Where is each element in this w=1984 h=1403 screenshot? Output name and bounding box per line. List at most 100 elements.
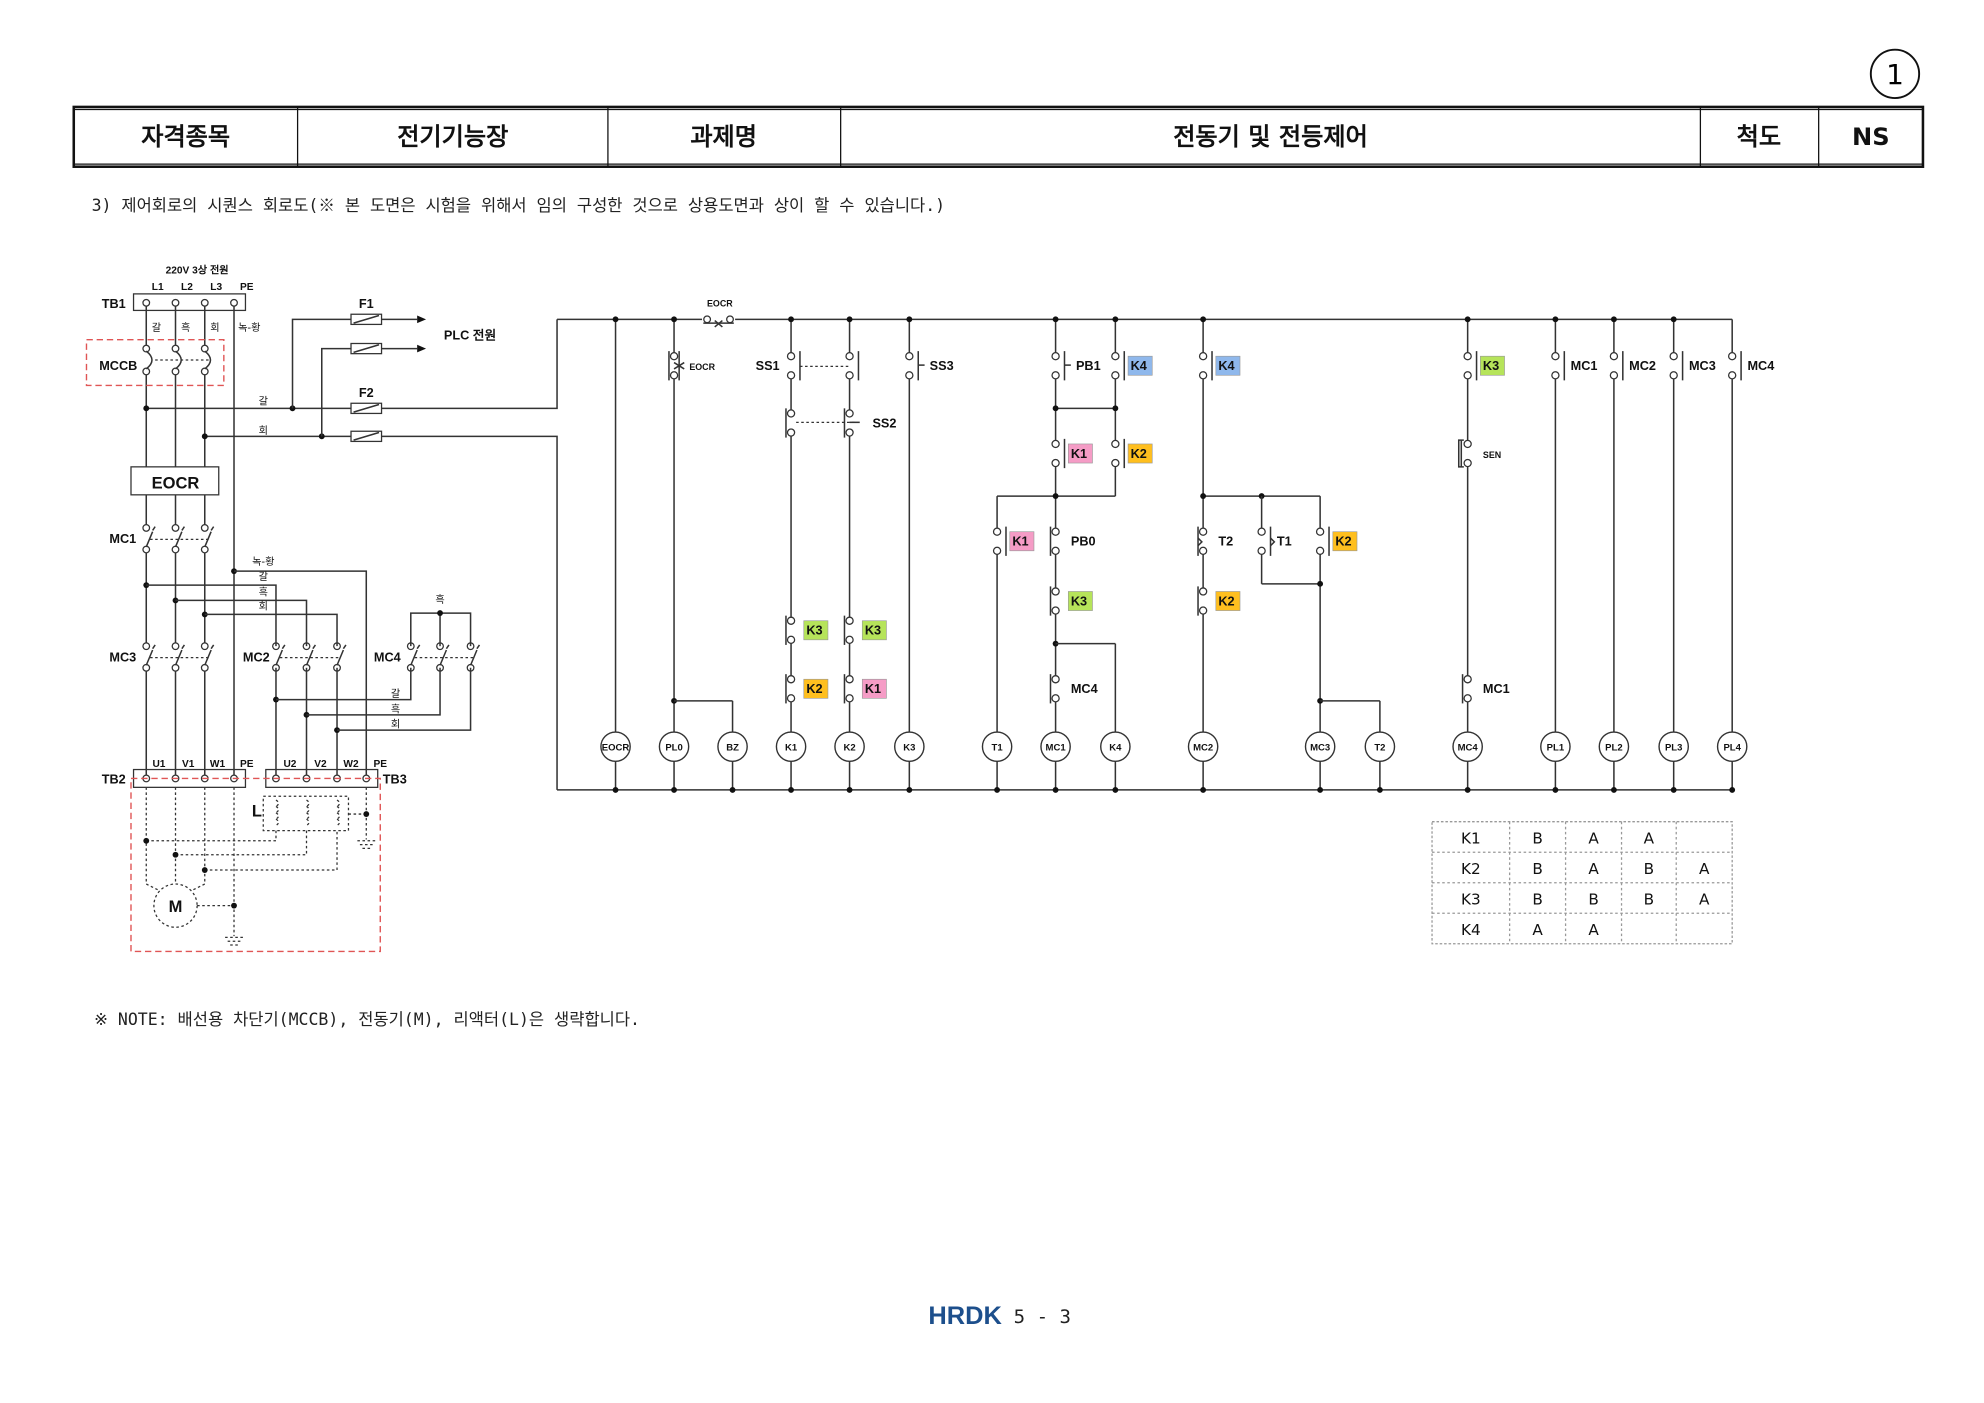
coil-label: T2 xyxy=(1374,742,1385,753)
table-cell: B xyxy=(1532,890,1542,908)
junction-dot xyxy=(1317,786,1324,793)
contactor-label: MC4 xyxy=(374,649,401,664)
fuse-label: F2 xyxy=(359,385,374,400)
coil-label: MC1 xyxy=(1046,742,1067,753)
wire xyxy=(673,361,685,370)
contact-label: MC2 xyxy=(1629,358,1656,373)
wire xyxy=(145,649,154,666)
coil-label: T1 xyxy=(992,742,1004,753)
coil-winding xyxy=(275,805,280,814)
terminal xyxy=(200,298,209,307)
terminal xyxy=(1463,458,1472,468)
junction-dot xyxy=(671,786,677,793)
plc-power-label: PLC 전원 xyxy=(444,328,496,343)
terminal xyxy=(1051,527,1060,536)
terminal xyxy=(1198,527,1208,536)
coil-mc3 xyxy=(1304,731,1336,762)
terminal xyxy=(1051,587,1060,596)
contact-label: K1 xyxy=(865,681,881,696)
title-cell-value: 전기기능장 xyxy=(397,123,508,151)
terminal xyxy=(200,344,209,353)
junction-dot xyxy=(1610,786,1617,793)
coil-label: MC2 xyxy=(1193,742,1213,753)
contact-tag-k4 xyxy=(1127,355,1153,376)
junction-dot xyxy=(1552,316,1559,323)
terminal xyxy=(142,367,151,376)
terminal-label: L3 xyxy=(210,282,222,293)
junction-dot xyxy=(1112,316,1119,323)
wire-gap xyxy=(1465,447,1471,461)
wire-gap xyxy=(788,417,794,430)
terminal xyxy=(992,527,1002,536)
wire-gap xyxy=(1112,447,1118,461)
field-wiring-box xyxy=(130,777,381,953)
wire-gap xyxy=(847,417,853,430)
terminal xyxy=(1051,458,1060,468)
wire-gap xyxy=(788,624,794,638)
wire xyxy=(175,830,308,856)
coil-label: MC3 xyxy=(1310,742,1330,753)
junction-dot xyxy=(1610,316,1617,323)
contact-tag-k2 xyxy=(1332,531,1358,552)
arrow-icon xyxy=(417,344,427,353)
wire-gap xyxy=(847,360,853,373)
coil-label: PL1 xyxy=(1547,742,1565,753)
coil-winding xyxy=(336,799,341,807)
wire xyxy=(146,584,277,647)
table-cell: A xyxy=(1699,860,1710,878)
terminal xyxy=(1051,439,1060,449)
terminal xyxy=(1315,546,1325,555)
coil-winding xyxy=(275,812,280,820)
wire xyxy=(321,347,352,437)
wire-gap xyxy=(1053,447,1059,461)
wire xyxy=(381,319,558,410)
contact-label: K2 xyxy=(1218,593,1234,608)
terminal xyxy=(1051,606,1060,615)
wire xyxy=(181,644,186,650)
terminal xyxy=(1463,352,1472,361)
coil-winding xyxy=(336,818,341,827)
table-cell: A xyxy=(1532,921,1543,939)
terminal xyxy=(1111,352,1120,361)
terminal xyxy=(786,635,796,645)
terminal-label: U1 xyxy=(152,759,165,770)
contact-label: K2 xyxy=(1335,534,1351,549)
wire xyxy=(476,644,481,650)
title-cell-value: 전동기 및 전등제어 xyxy=(1173,123,1368,151)
wire-color-label: 갈 xyxy=(391,687,400,700)
terminal xyxy=(142,298,151,307)
junction-dot xyxy=(1052,405,1059,412)
coil-eocr xyxy=(600,731,631,762)
junction-dot xyxy=(1200,786,1207,793)
table-cell: A xyxy=(1588,829,1599,847)
wire xyxy=(210,644,215,650)
contactor-label: MC3 xyxy=(109,649,136,664)
junction-dot xyxy=(231,902,237,909)
wire-gap xyxy=(788,360,794,373)
coil-t1 xyxy=(981,731,1013,762)
arrow-icon xyxy=(417,315,427,324)
contact-label: MC1 xyxy=(1571,358,1598,373)
junction-dot xyxy=(729,786,736,793)
eocr-box xyxy=(130,466,220,496)
wire xyxy=(306,667,441,716)
terminal xyxy=(1551,371,1560,380)
junction-dot xyxy=(1670,316,1677,323)
terminal xyxy=(992,546,1002,555)
terminal xyxy=(200,642,209,651)
terminal xyxy=(905,371,914,380)
terminal xyxy=(1551,352,1560,361)
terminal xyxy=(142,344,151,353)
wire-gap xyxy=(847,624,853,638)
wire xyxy=(210,526,215,531)
contact-tag-k2 xyxy=(803,678,829,699)
junction-dot xyxy=(1112,786,1119,793)
terminal xyxy=(142,523,151,532)
wire-gap xyxy=(1053,683,1059,696)
wire-gap xyxy=(143,351,149,369)
contact-label: MC3 xyxy=(1689,358,1716,373)
contact-tag-k3 xyxy=(1067,591,1093,611)
coil-winding xyxy=(306,818,310,827)
junction-dot xyxy=(1376,786,1383,793)
